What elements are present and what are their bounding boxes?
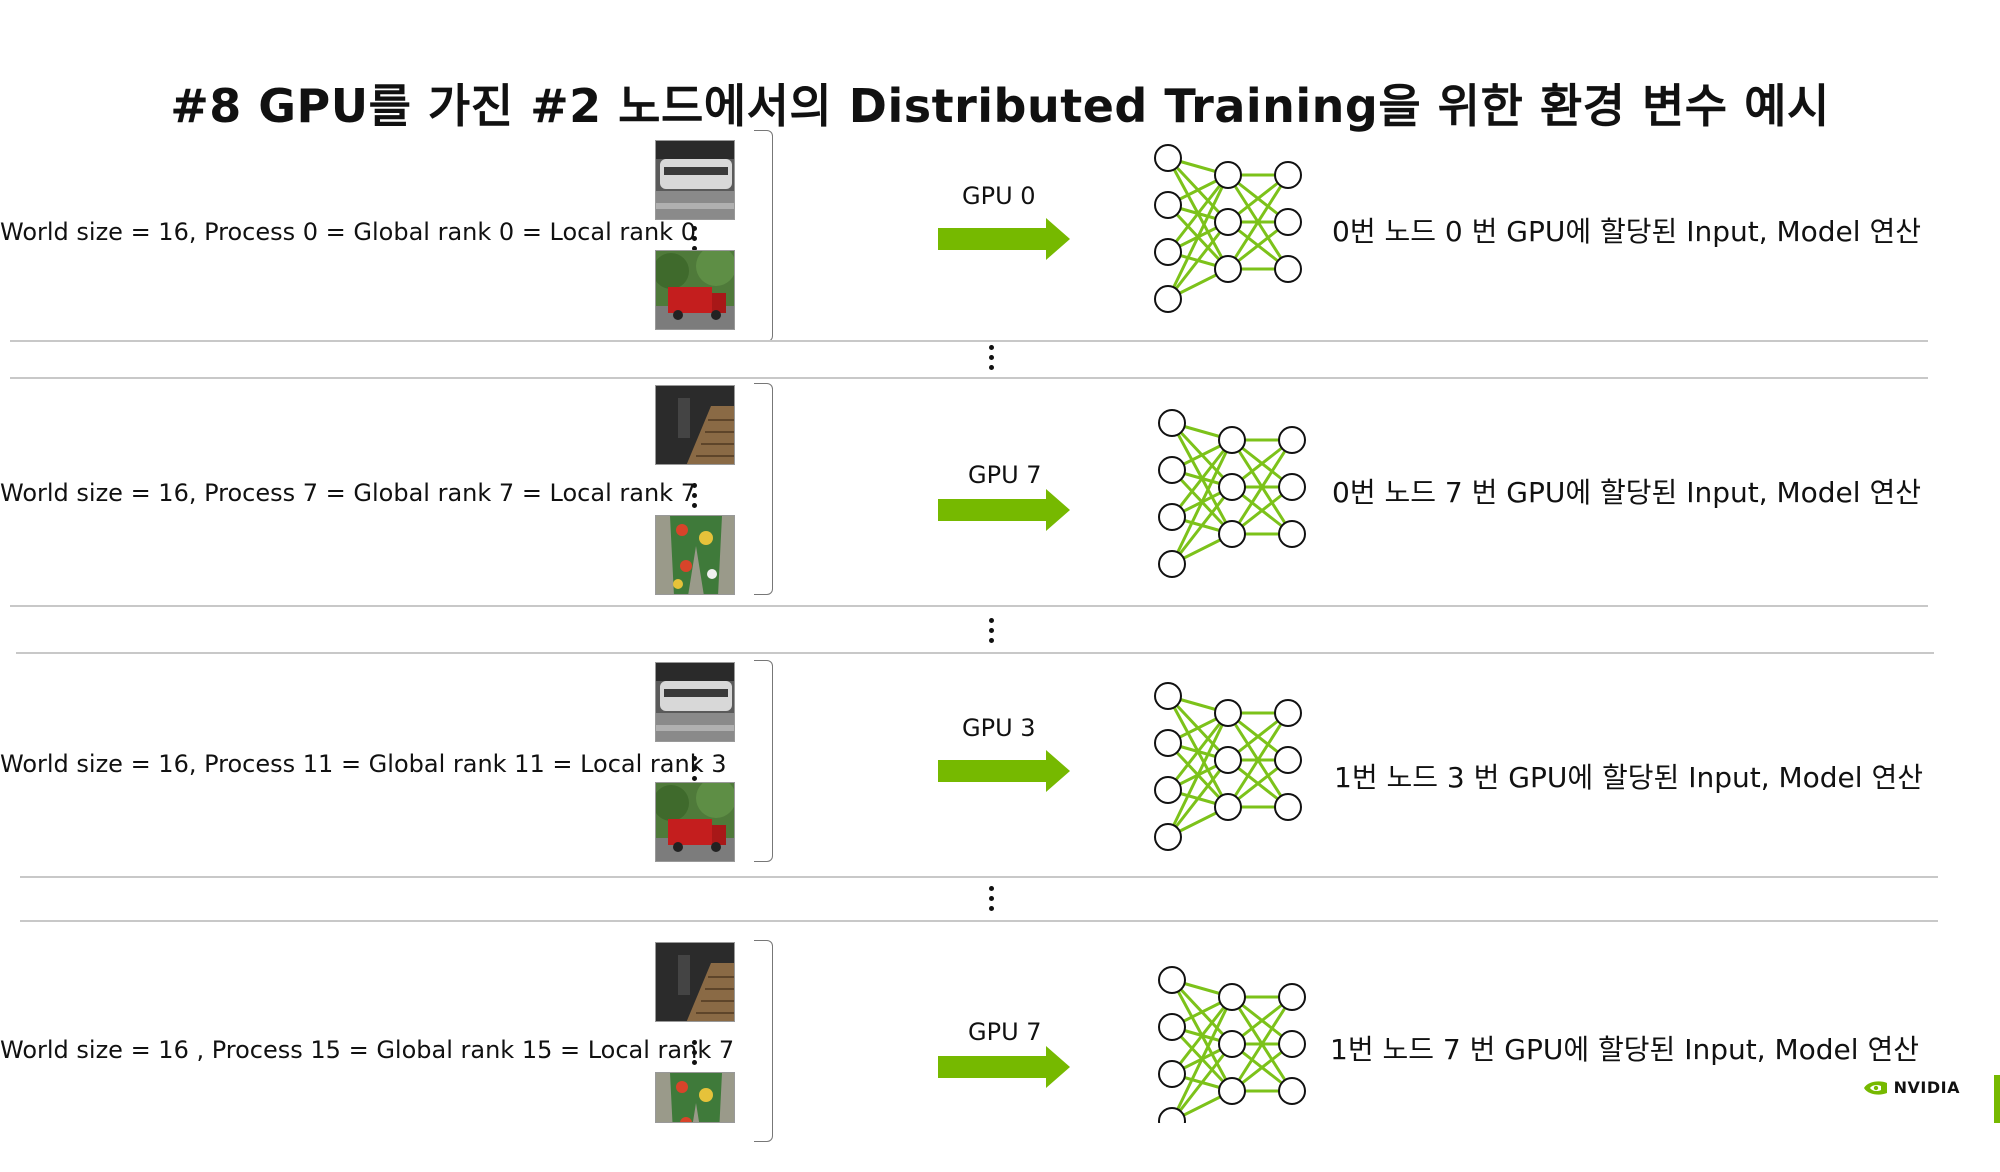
train-image: [655, 140, 735, 220]
process-label: World size = 16, Process 7 = Global rank…: [0, 479, 696, 507]
vertical-ellipsis-icon: [688, 226, 700, 256]
process-row-0: World size = 16, Process 0 = Global rank…: [0, 130, 2000, 370]
stairs-image: [655, 942, 735, 1022]
batch-bracket: [754, 660, 773, 862]
stairs-image: [655, 385, 735, 465]
train-image: [655, 662, 735, 742]
garment-image: [655, 515, 735, 595]
neural-network-icon: [1154, 144, 1302, 313]
separator-line: [10, 340, 1928, 342]
batch-bracket: [754, 940, 773, 1142]
separator-line: [16, 652, 1934, 654]
gpu-description: 0번 노드 0 번 GPU에 할당된 Input, Model 연산: [1332, 215, 1921, 248]
page-title: #8 GPU를 가진 #2 노드에서의 Distributed Training…: [170, 79, 1830, 133]
accent-bar: [1994, 1075, 2000, 1123]
process-row-2: World size = 16, Process 11 = Global ran…: [0, 660, 2000, 892]
gpu-label: GPU 7: [968, 461, 1042, 489]
neural-network-icon: [1158, 409, 1306, 578]
batch-bracket: [754, 130, 773, 342]
vertical-ellipsis-icon: [985, 345, 997, 375]
right-arrow-icon: [938, 218, 1070, 260]
separator-line: [10, 605, 1928, 607]
separator-line: [10, 377, 1928, 379]
neural-network-icon: [1154, 682, 1302, 851]
process-label: World size = 16 , Process 15 = Global ra…: [0, 1036, 735, 1064]
gpu-label: GPU 7: [968, 1018, 1042, 1046]
vertical-ellipsis-icon: [985, 886, 997, 916]
truck-image: [655, 782, 735, 862]
gpu-description: 1번 노드 7 번 GPU에 할당된 Input, Model 연산: [1330, 1033, 1919, 1066]
vertical-ellipsis-icon: [688, 756, 700, 786]
nvidia-logo-text: NVIDIA: [1893, 1078, 1960, 1097]
neural-network-icon: [1158, 966, 1306, 1123]
nvidia-eye-icon: [1863, 1080, 1887, 1095]
right-arrow-icon: [938, 489, 1070, 531]
nvidia-logo: NVIDIA: [1862, 1078, 1960, 1097]
vertical-ellipsis-icon: [985, 618, 997, 648]
process-label: World size = 16, Process 11 = Global ran…: [0, 750, 727, 778]
gpu-description: 0번 노드 7 번 GPU에 할당된 Input, Model 연산: [1332, 476, 1921, 509]
gpu-description: 1번 노드 3 번 GPU에 할당된 Input, Model 연산: [1334, 761, 1923, 794]
separator-line: [20, 920, 1938, 922]
right-arrow-icon: [938, 1046, 1070, 1088]
process-row-1: World size = 16, Process 7 = Global rank…: [0, 383, 2000, 615]
vertical-ellipsis-icon: [688, 483, 700, 513]
process-label: World size = 16, Process 0 = Global rank…: [0, 218, 696, 246]
truck-image: [655, 250, 735, 330]
garment-image: [655, 1072, 735, 1123]
batch-bracket: [754, 383, 773, 595]
vertical-ellipsis-icon: [688, 1040, 700, 1070]
separator-line: [20, 876, 1938, 878]
gpu-label: GPU 3: [962, 714, 1036, 742]
right-arrow-icon: [938, 750, 1070, 792]
process-row-3: World size = 16 , Process 15 = Global ra…: [0, 940, 2000, 1172]
gpu-label: GPU 0: [962, 182, 1036, 210]
